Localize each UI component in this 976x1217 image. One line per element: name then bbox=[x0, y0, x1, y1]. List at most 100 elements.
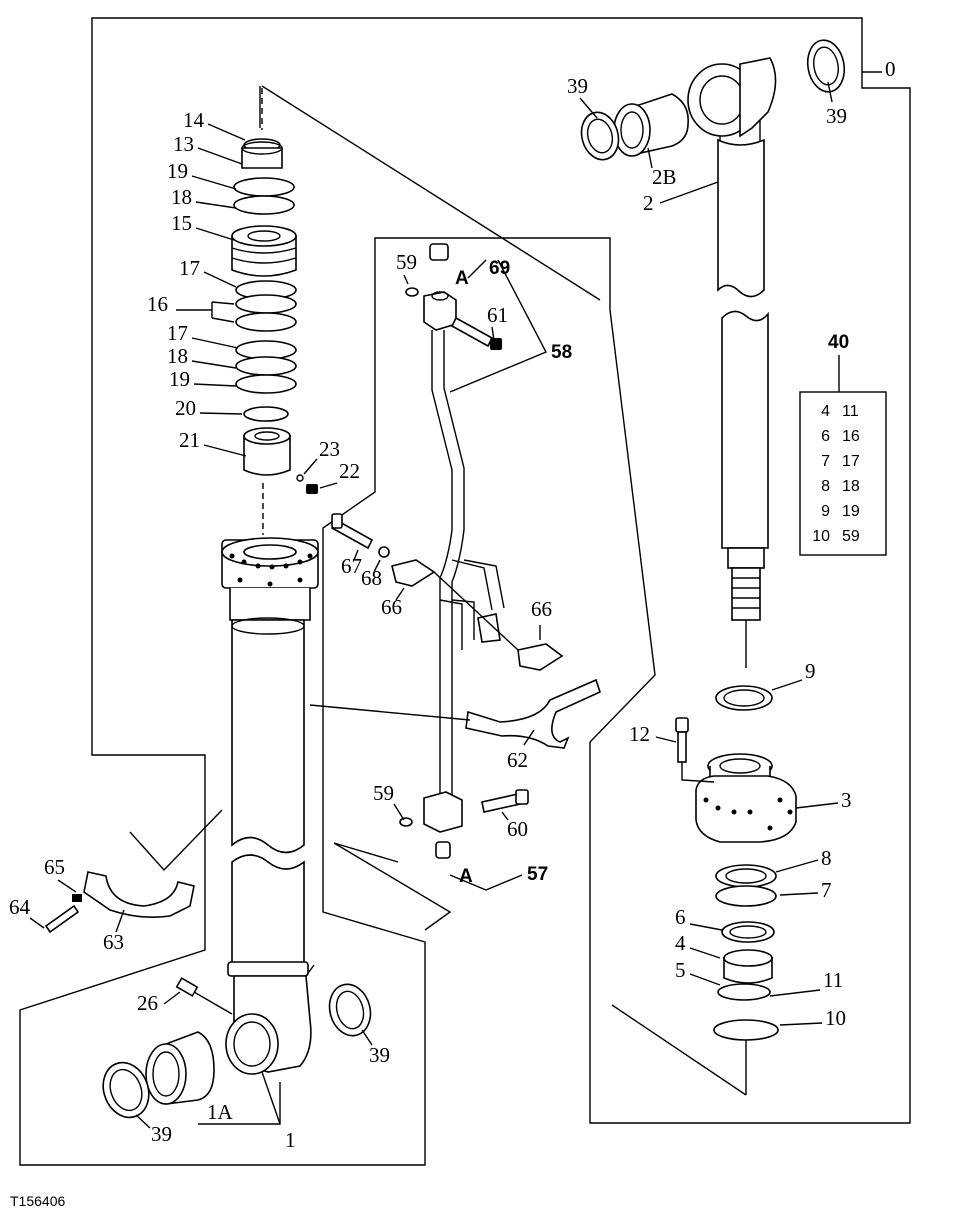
callout-c26: 26 bbox=[137, 991, 158, 1015]
callout-c11: 11 bbox=[823, 968, 843, 992]
callout-leader-c68 bbox=[373, 559, 381, 573]
rod-thread bbox=[731, 567, 761, 621]
callout-leader-c60 bbox=[501, 811, 509, 821]
seal-39-rod-left bbox=[580, 111, 620, 161]
rod-upper bbox=[717, 138, 765, 298]
part-13-nut bbox=[241, 147, 283, 169]
callout-leader-c9 bbox=[771, 679, 803, 691]
washer-68 bbox=[378, 546, 390, 558]
callout-c22: 22 bbox=[339, 459, 360, 483]
callout-c39c: 39 bbox=[369, 1043, 390, 1067]
callout-leader-c5 bbox=[689, 973, 721, 986]
callout-leader-c17a bbox=[203, 271, 237, 288]
tube-lower bbox=[231, 854, 305, 971]
block-lower bbox=[423, 791, 463, 833]
plug-lower bbox=[435, 841, 451, 859]
callout-leader-c17b bbox=[191, 337, 239, 349]
callout-c3: 3 bbox=[841, 788, 852, 812]
callout-leader-c21 bbox=[203, 444, 247, 457]
piping-assembly bbox=[399, 243, 529, 859]
callout-leader-c8 bbox=[775, 859, 819, 873]
callout-c62: 62 bbox=[507, 748, 528, 772]
pair-table-cell: 10 bbox=[812, 528, 830, 545]
bolt-64 bbox=[44, 904, 80, 934]
callout-leader-c11 bbox=[769, 989, 821, 997]
pipe-main bbox=[431, 330, 465, 800]
callout-c60: 60 bbox=[507, 817, 528, 841]
eye-bore bbox=[233, 1021, 271, 1067]
bracket-62 bbox=[465, 678, 601, 749]
bushing-2b bbox=[613, 93, 689, 157]
tube-upper-ring bbox=[231, 617, 305, 635]
callout-c68: 68 bbox=[361, 566, 382, 590]
callout-leader-c39d bbox=[135, 1114, 151, 1129]
clamp-block-right bbox=[477, 613, 501, 643]
pair-table-cell: 9 bbox=[821, 503, 830, 520]
callout-c19b: 19 bbox=[169, 367, 190, 391]
callout-cA2: A bbox=[459, 866, 473, 887]
pair-table-cell: 4 bbox=[821, 403, 830, 420]
oring-59-bottom bbox=[399, 817, 413, 827]
part-15-piston bbox=[231, 235, 297, 277]
seal-39-bottom-right bbox=[328, 983, 372, 1037]
part-16-wear-a bbox=[235, 294, 297, 314]
bolt-60 bbox=[481, 793, 521, 813]
rod-assembly bbox=[687, 57, 777, 668]
callout-leader-c20 bbox=[199, 412, 243, 415]
figure-id: T156406 bbox=[10, 1193, 65, 1209]
clamp-66-right bbox=[517, 643, 564, 671]
tube-upper bbox=[231, 619, 305, 854]
grease-fitting-26 bbox=[175, 977, 233, 1015]
callout-leader-c3 bbox=[795, 802, 839, 809]
callout-c39d: 39 bbox=[151, 1122, 172, 1146]
pair-table-cell: 19 bbox=[842, 503, 860, 520]
callout-c9: 9 bbox=[805, 659, 816, 683]
callout-leader-c18b bbox=[191, 360, 237, 369]
callout-leader-c66a bbox=[395, 587, 405, 601]
callout-c61: 61 bbox=[487, 303, 508, 327]
group-outline bbox=[19, 17, 911, 1166]
oring-59-top bbox=[405, 287, 419, 297]
callout-leader-c15 bbox=[195, 227, 235, 241]
part-21-nut bbox=[243, 435, 291, 476]
callout-leader-c10 bbox=[779, 1022, 823, 1026]
callout-leader-c26 bbox=[163, 991, 181, 1005]
callout-c19a: 19 bbox=[167, 159, 188, 183]
plug-upper bbox=[429, 243, 449, 261]
pair-table-cell: 6 bbox=[821, 428, 830, 445]
callout-leader-c59b bbox=[393, 803, 405, 821]
clamp-63 bbox=[44, 871, 195, 934]
callout-c21: 21 bbox=[179, 428, 200, 452]
part-16-wear-b bbox=[235, 312, 297, 332]
callout-c15: 15 bbox=[171, 211, 192, 235]
pair-table-cell: 17 bbox=[842, 453, 860, 470]
pair-table-cell: 11 bbox=[842, 403, 859, 420]
bolt-12 bbox=[675, 717, 715, 783]
callout-c66a: 66 bbox=[381, 595, 402, 619]
callout-leader-c6 bbox=[689, 923, 723, 931]
callout-c7: 7 bbox=[821, 878, 832, 902]
callout-c14: 14 bbox=[183, 108, 205, 132]
seal-39-bottom-left bbox=[102, 1061, 150, 1119]
callout-leader-c59a bbox=[403, 274, 409, 285]
callout-leader-c69 bbox=[467, 259, 487, 279]
callout-c4: 4 bbox=[675, 931, 686, 955]
ring-10 bbox=[713, 1019, 779, 1041]
callout-c13: 13 bbox=[173, 132, 194, 156]
callout-c17b: 17 bbox=[167, 321, 188, 345]
pair-table-frame bbox=[799, 391, 887, 556]
callout-leader-c22 bbox=[319, 482, 338, 489]
bushing-1a bbox=[145, 1031, 215, 1105]
tube-collar bbox=[227, 961, 309, 977]
callout-leader-c19a bbox=[191, 175, 237, 190]
callout-c64: 64 bbox=[9, 895, 31, 919]
set-screw-22 bbox=[296, 474, 318, 494]
callout-leader-c39c bbox=[361, 1029, 373, 1046]
part-20-ring bbox=[243, 406, 289, 422]
pair-table-cell: 7 bbox=[821, 453, 830, 470]
ring-5 bbox=[717, 983, 771, 1001]
callout-c2: 2 bbox=[643, 191, 654, 215]
cylinder-head-3 bbox=[695, 753, 797, 843]
callout-c8: 8 bbox=[821, 846, 832, 870]
